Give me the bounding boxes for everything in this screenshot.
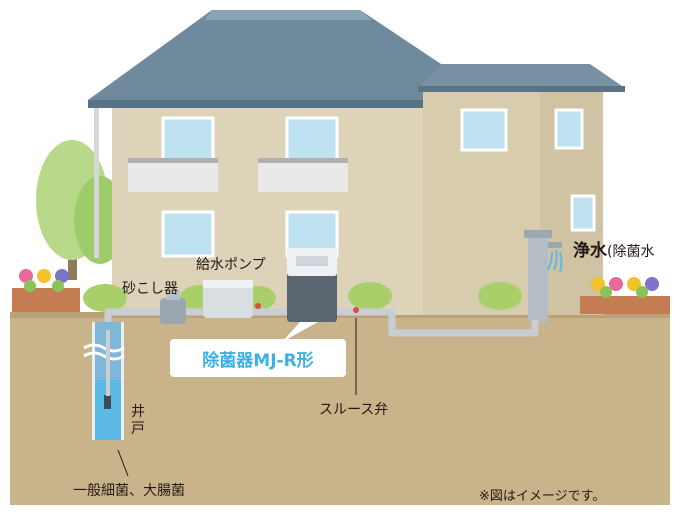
- house-icon: [88, 10, 625, 315]
- strainer-label: 砂こし器: [122, 281, 178, 297]
- callout-pointer: [282, 322, 318, 342]
- clean-water-text: 浄水: [573, 241, 607, 261]
- valve-label: スルース弁: [319, 402, 389, 418]
- flower-bed-right-icon: [580, 277, 670, 314]
- water-tap-icon: [524, 230, 563, 322]
- pump-label: 給水ポンプ: [196, 257, 266, 273]
- leader-bacteria: [117, 449, 129, 477]
- image-note: ※図はイメージです。: [479, 489, 606, 504]
- sterilizer-unit-icon: [287, 248, 359, 322]
- strainer-icon: [160, 290, 186, 324]
- pump-icon: [203, 280, 261, 318]
- flower-bed-left-icon: [12, 269, 80, 312]
- product-callout: 除菌器MJ-R形: [170, 339, 346, 377]
- sterilized-water-text: (除菌水: [607, 244, 655, 260]
- well-label: 井戸: [131, 404, 145, 437]
- clean-water-label: 浄水(除菌水: [573, 236, 654, 261]
- bacteria-label: 一般細菌、大腸菌: [73, 483, 185, 499]
- well-icon: [83, 322, 125, 440]
